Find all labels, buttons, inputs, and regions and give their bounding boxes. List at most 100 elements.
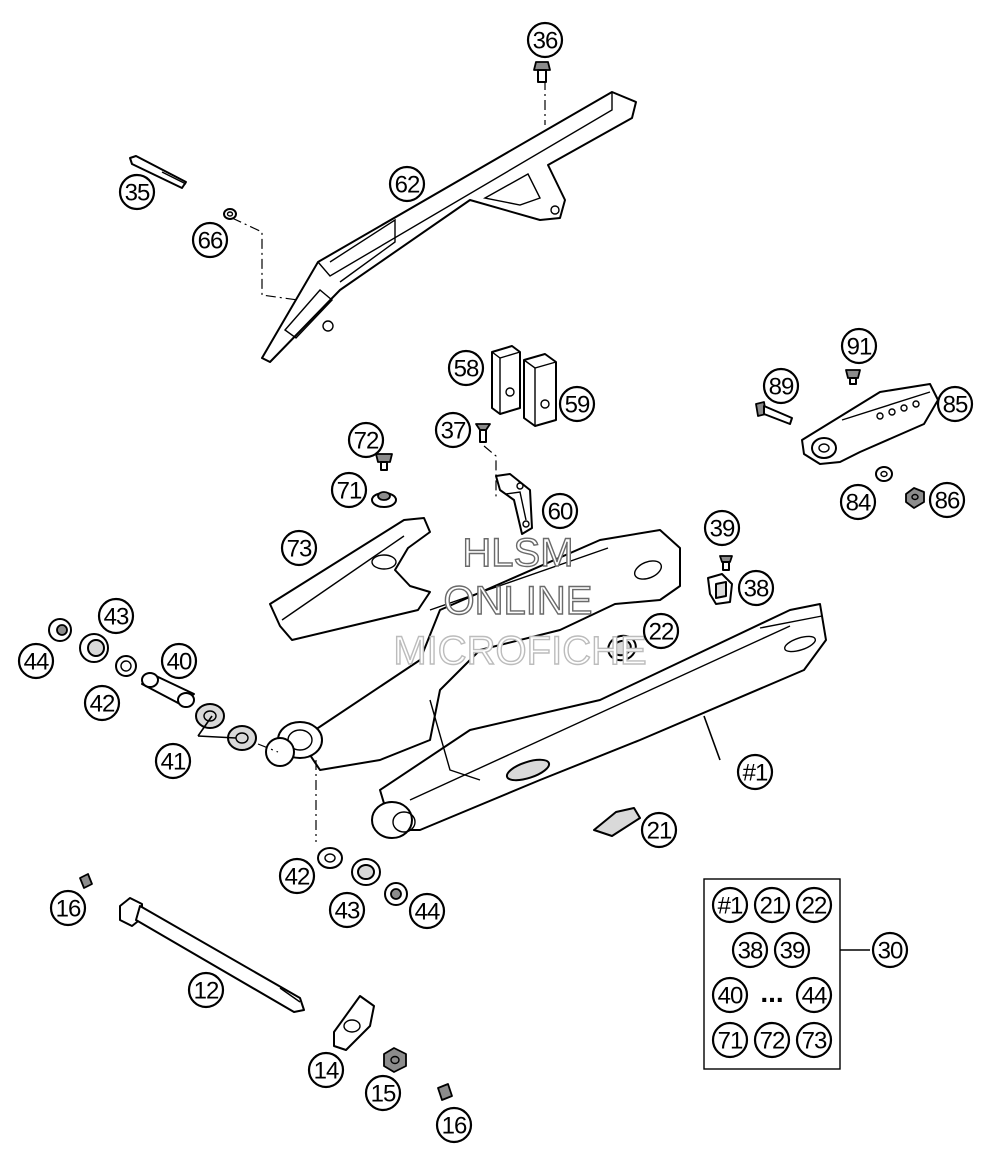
callout-42-lower: 42 <box>278 857 316 895</box>
svg-text:43: 43 <box>335 898 360 925</box>
svg-text:89: 89 <box>769 374 794 401</box>
callout-43-lower: 43 <box>328 891 366 929</box>
washer-part-42-lower <box>317 847 343 869</box>
kit-item-73: 73 <box>795 1021 833 1059</box>
svg-text:36: 36 <box>533 28 558 55</box>
svg-text:35: 35 <box>125 180 150 207</box>
svg-text:71: 71 <box>337 478 362 505</box>
svg-text:66: 66 <box>198 228 223 255</box>
svg-text:#1: #1 <box>718 893 743 920</box>
svg-text:14: 14 <box>314 1058 339 1085</box>
callout-89: 89 <box>762 367 800 405</box>
kit-item-39: 39 <box>773 931 811 969</box>
callout-86: 86 <box>928 481 966 519</box>
svg-text:84: 84 <box>846 490 871 517</box>
screw-part-39 <box>719 555 733 571</box>
callout-22: 22 <box>642 612 680 650</box>
svg-text:#1: #1 <box>743 760 768 787</box>
bearing-cup-part-43-upper <box>79 633 109 663</box>
svg-text:16: 16 <box>442 1113 467 1140</box>
axle-nut-part-15 <box>383 1047 407 1073</box>
callout-38: 38 <box>737 569 775 607</box>
watermark: HLSM ONLINE MICROFICHE <box>393 530 648 673</box>
callout-84: 84 <box>839 483 877 521</box>
svg-text:44: 44 <box>24 649 49 676</box>
svg-text:22: 22 <box>649 619 674 646</box>
svg-text:73: 73 <box>802 1028 827 1055</box>
bolt-part-89 <box>755 401 793 425</box>
kit-item-38: 38 <box>731 931 769 969</box>
kit-item-22: 22 <box>795 886 833 924</box>
kit-item-40: 40 <box>711 976 749 1014</box>
kit-item-44: 44 <box>795 976 833 1014</box>
svg-text:40: 40 <box>167 649 192 676</box>
swingarm-part-1 <box>265 529 827 839</box>
svg-text:15: 15 <box>371 1081 396 1108</box>
chain-guide-part-62 <box>261 91 637 363</box>
callout-35: 35 <box>118 173 156 211</box>
callout-44-upper: 44 <box>17 642 55 680</box>
callout-36: 36 <box>526 21 564 59</box>
svg-text:12: 12 <box>194 978 219 1005</box>
callout-66: 66 <box>191 221 229 259</box>
kit-item-21: 21 <box>753 886 791 924</box>
washer-part-42-upper <box>115 655 137 677</box>
callout-85: 85 <box>936 385 974 423</box>
svg-text:44: 44 <box>415 899 440 926</box>
washer-part-66 <box>223 208 237 220</box>
callout-21: 21 <box>640 811 678 849</box>
callout-91: 91 <box>840 327 878 365</box>
swingarm-pivot-axle-part-12 <box>119 897 305 1013</box>
callout-37: 37 <box>434 411 472 449</box>
kit-item-72: 72 <box>753 1021 791 1059</box>
watermark-line-2: ONLINE <box>444 579 593 623</box>
svg-text:38: 38 <box>738 938 763 965</box>
kit-box: #1 21 22 38 39 40 ... 44 71 72 73 <box>703 878 841 1070</box>
svg-text:41: 41 <box>161 749 186 776</box>
watermark-line-3: MICROFICHE <box>393 629 646 673</box>
callout-1: #1 <box>736 753 774 791</box>
callout-60: 60 <box>541 492 579 530</box>
sleeve-part-40 <box>141 672 195 708</box>
nut-part-44-upper <box>48 618 72 642</box>
callout-14: 14 <box>307 1051 345 1089</box>
svg-text:73: 73 <box>287 536 312 563</box>
cap-part-16-lower <box>437 1083 453 1101</box>
nut-part-86 <box>905 487 925 509</box>
callout-58: 58 <box>447 349 485 387</box>
nut-part-44-lower <box>384 882 408 906</box>
svg-text:39: 39 <box>780 938 805 965</box>
long-bolt-part-35 <box>129 155 187 189</box>
svg-text:71: 71 <box>718 1028 743 1055</box>
svg-text:42: 42 <box>90 691 115 718</box>
svg-text:72: 72 <box>760 1028 785 1055</box>
callout-44-lower: 44 <box>408 892 446 930</box>
watermark-line-1: HLSM <box>462 531 573 575</box>
washer-part-84 <box>875 466 893 482</box>
svg-text:85: 85 <box>943 392 968 419</box>
svg-text:58: 58 <box>454 356 479 383</box>
callout-40: 40 <box>160 642 198 680</box>
svg-text:42: 42 <box>285 864 310 891</box>
callout-71: 71 <box>330 471 368 509</box>
svg-text:43: 43 <box>104 604 129 631</box>
svg-text:...: ... <box>760 977 783 1008</box>
svg-text:37: 37 <box>441 418 466 445</box>
svg-text:59: 59 <box>565 392 590 419</box>
bracket-part-60 <box>495 473 533 535</box>
svg-text:30: 30 <box>878 938 903 965</box>
seal-part-22 <box>607 634 637 662</box>
svg-text:44: 44 <box>802 983 827 1010</box>
callout-43-upper: 43 <box>97 597 135 635</box>
cap-part-16-upper <box>79 873 93 889</box>
svg-text:16: 16 <box>56 896 81 923</box>
chain-adjuster-plate-part-14 <box>333 995 375 1051</box>
cup-part-71 <box>371 491 397 508</box>
cover-part-21 <box>593 807 641 837</box>
callout-41: 41 <box>154 742 192 780</box>
callout-39: 39 <box>703 509 741 547</box>
svg-text:86: 86 <box>935 488 960 515</box>
svg-text:40: 40 <box>718 983 743 1010</box>
bearing-part-41 <box>195 703 257 751</box>
svg-text:39: 39 <box>710 516 735 543</box>
